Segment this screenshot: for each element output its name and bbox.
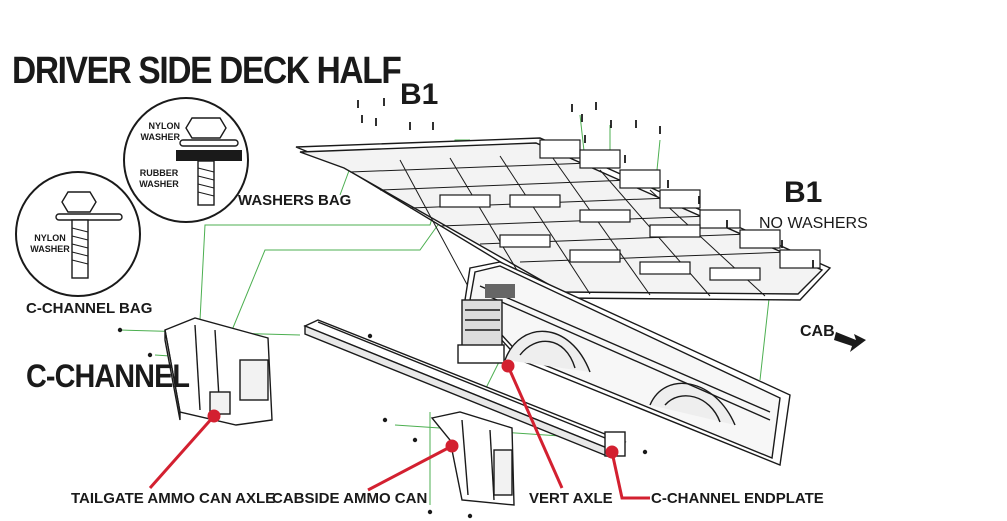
callout-tailgate-ammo-can-axle: TAILGATE AMMO CAN AXLE bbox=[71, 490, 276, 507]
b1-deck-panel bbox=[295, 137, 832, 301]
leader-dots bbox=[117, 327, 648, 519]
c-channel-label: C-CHANNEL bbox=[26, 358, 190, 394]
washers-bag-nylon-label: NYLON WASHER bbox=[140, 121, 180, 142]
washers-bag-detail bbox=[123, 97, 249, 223]
washers-bag-rubber-label: RUBBER WASHER bbox=[139, 168, 179, 189]
screws bbox=[357, 98, 814, 268]
cabside-ammo-can bbox=[430, 411, 515, 506]
callout-vert-axle: VERT AXLE bbox=[529, 490, 613, 507]
c-channel-bag-nylon-label: NYLON WASHER bbox=[30, 233, 70, 254]
c-channel-bag-label: C-CHANNEL BAG bbox=[26, 300, 153, 317]
lower-deck-frame bbox=[464, 261, 791, 466]
callout-cabside-ammo-can: CABSIDE AMMO CAN bbox=[272, 490, 428, 507]
red-callouts bbox=[148, 359, 650, 500]
b1-top-label: B1 bbox=[400, 78, 439, 111]
b1-right-label: B1 bbox=[784, 176, 823, 209]
washers-bag-label: WASHERS BAG bbox=[238, 192, 352, 209]
cab-arrow-icon bbox=[834, 332, 866, 352]
c-channel-bag-detail bbox=[15, 171, 141, 297]
cab-label: CAB bbox=[800, 323, 835, 340]
no-washers-label: NO WASHERS bbox=[759, 215, 868, 232]
vert-axle bbox=[457, 299, 505, 364]
page-title: DRIVER SIDE DECK HALF bbox=[12, 50, 402, 92]
callout-c-channel-endplate: C-CHANNEL ENDPLATE bbox=[651, 490, 824, 507]
